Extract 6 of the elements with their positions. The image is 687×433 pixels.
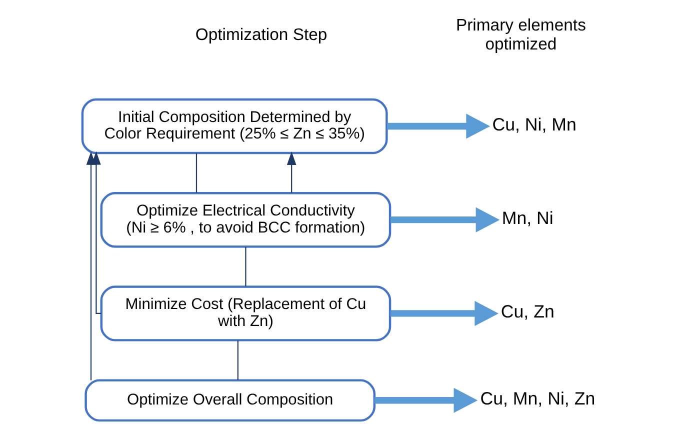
node-text: Mn, Ni [502, 208, 554, 228]
node-text: Cu, Ni, Mn [492, 114, 576, 134]
label: Optimization Step [195, 24, 328, 44]
node-text: Cu, Mn, Ni, Zn [480, 388, 596, 409]
node-text: Cu, Zn [500, 302, 554, 322]
label: Primary elements optimized [456, 15, 586, 54]
